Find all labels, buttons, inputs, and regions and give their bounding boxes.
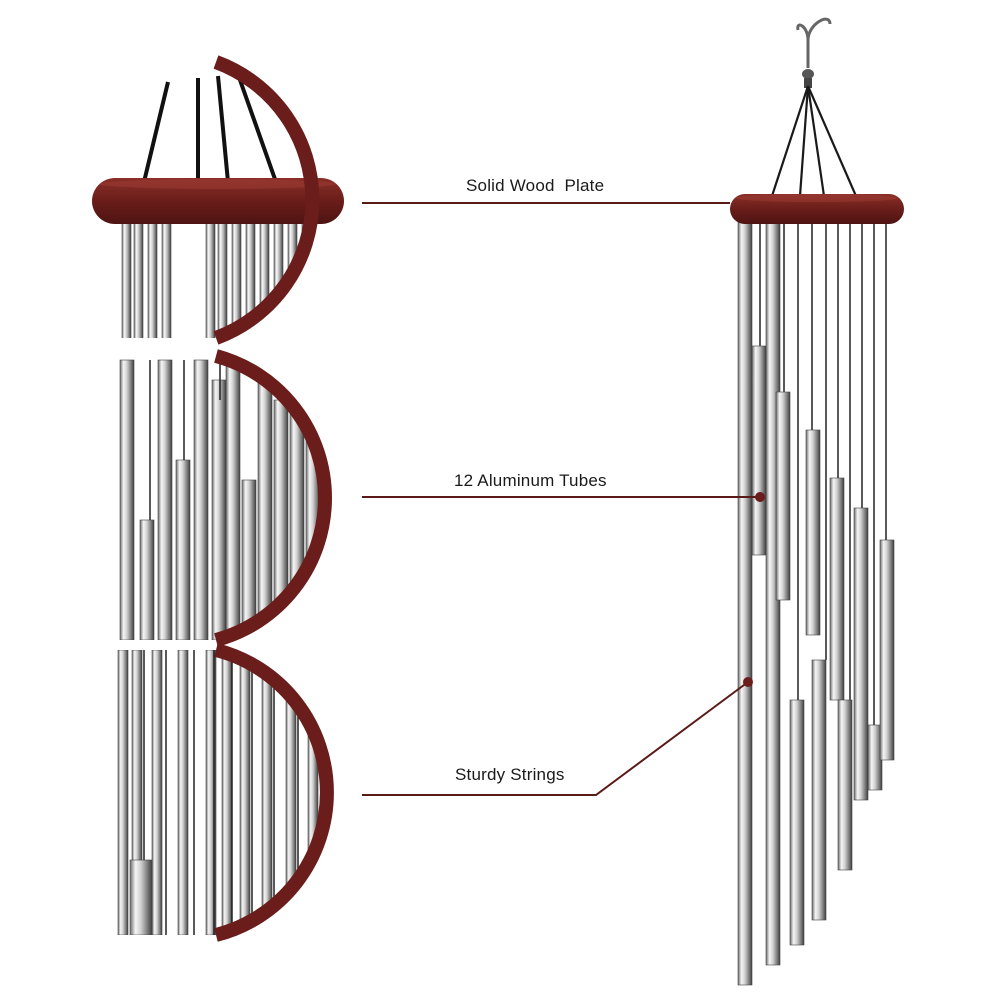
callout-label-tubes: 12 Aluminum Tubes: [450, 471, 611, 491]
zoom-tube: [121, 221, 132, 338]
zoom-tube: [211, 379, 227, 640]
aluminum-tubes: [737, 221, 895, 986]
zoom-tube: [261, 650, 273, 935]
chime-tube: [879, 539, 895, 761]
zoom-tube: [161, 221, 172, 338]
zoom-tube: [157, 359, 173, 640]
callout-lines: [362, 202, 760, 796]
zoom-tube: [285, 650, 297, 935]
zoom-tube: [205, 650, 217, 935]
zoom-circle-plate: [92, 55, 344, 345]
chime-tube: [829, 477, 845, 701]
chime-tube: [837, 699, 853, 871]
zoom-tube: [205, 221, 216, 338]
chime-tube: [775, 391, 791, 601]
chime-tube: [737, 221, 753, 986]
callout-label-plate: Solid Wood Plate: [462, 176, 609, 196]
callout-dot-tubes: [755, 492, 765, 502]
zoom-tube: [305, 359, 321, 640]
hanging-strings: [770, 85, 858, 197]
zoom-tube: [241, 479, 257, 640]
zoom-tube: [225, 359, 241, 640]
zoom-tube: [131, 650, 143, 935]
zoom-circle-strings: [117, 643, 334, 942]
chime-tube: [853, 507, 869, 801]
chime-tube: [811, 659, 827, 921]
zoom-tube: [257, 359, 273, 640]
zoom-tube: [239, 650, 251, 935]
zoom-tube: [175, 459, 191, 640]
zoom-tube: [139, 519, 155, 640]
chime-tube: [789, 699, 805, 946]
chime-tube: [751, 345, 767, 556]
zoom-tube: [117, 650, 129, 935]
chime-tube: [805, 429, 821, 636]
zoom-tube: [259, 221, 270, 338]
hook-icon: [796, 17, 832, 88]
zoom-tube: [119, 359, 135, 640]
callout-dot-strings: [743, 677, 753, 687]
zoom-tube: [193, 359, 209, 640]
wood-plate: [730, 194, 904, 224]
zoom-tube: [129, 859, 153, 935]
zoom-tube: [177, 650, 189, 935]
zoom-tube: [147, 221, 158, 338]
callout-label-strings: Sturdy Strings: [451, 765, 569, 785]
zoom-tube: [221, 650, 233, 935]
zoom-tube: [133, 221, 144, 338]
zoom-tube: [217, 221, 228, 338]
zoom-tube: [151, 650, 163, 935]
zoom-circle-tubes: [119, 349, 332, 647]
zoom-tube: [307, 650, 319, 935]
